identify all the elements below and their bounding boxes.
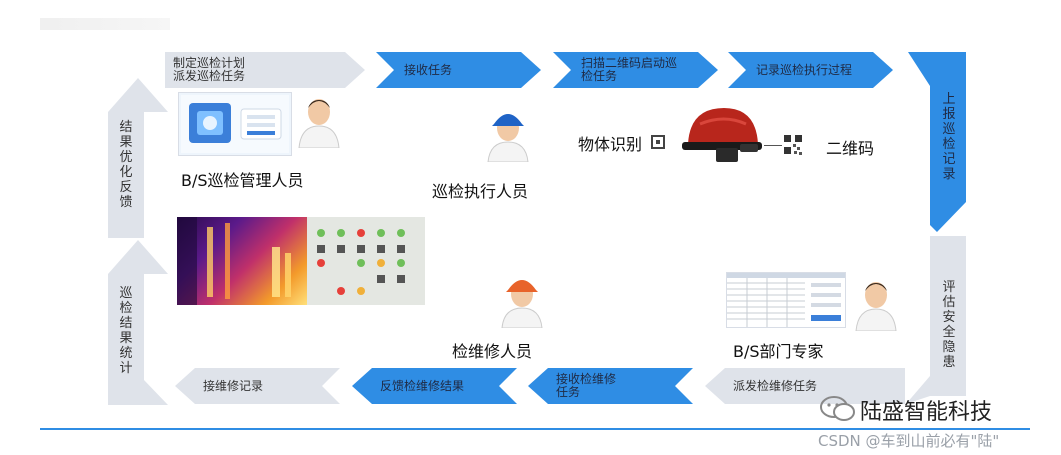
scan-icon — [651, 135, 665, 149]
object-recognition-label: 物体识别 — [578, 135, 643, 154]
step-receive-task: 接收任务 — [376, 52, 541, 88]
step-scan-qr-label: 扫描二维码启动巡 检任务 — [581, 56, 678, 83]
step-result-feedback-label: 结果优化反馈 — [119, 120, 133, 210]
step-scan-qr: 扫描二维码启动巡 检任务 — [553, 52, 718, 88]
step-feedback-repair: 反馈检维修结果 — [352, 368, 517, 404]
wechat-icon — [818, 394, 858, 428]
step-assess-risk-label: 评估安全隐患 — [942, 280, 956, 370]
watermark-csdn: CSDN @车到山前必有"陆" — [818, 432, 1000, 450]
thermal-image — [177, 217, 307, 305]
report-table-thumbnail — [726, 272, 846, 328]
header-fragment — [40, 18, 170, 30]
step-result-feedback: 结果优化反馈 — [108, 78, 168, 238]
connector-line — [764, 145, 782, 146]
step-receive-repair-label: 接收检维修 任务 — [556, 372, 617, 399]
step-record-process: 记录巡检执行过程 — [728, 52, 893, 88]
step-result-stats: 巡检结果统计 — [108, 240, 168, 405]
bottom-divider — [40, 428, 1030, 430]
step-receive-task-label: 接收任务 — [404, 62, 453, 77]
smart-helmet-icon — [680, 104, 764, 170]
step-dispatch-repair-label: 派发检维修任务 — [733, 378, 818, 393]
qr-code-icon — [783, 134, 803, 160]
role-inspector: 巡检执行人员 — [432, 182, 529, 201]
step-make-plan: 制定巡检计划 派发巡检任务 — [165, 52, 365, 88]
step-repair-record-label: 接维修记录 — [203, 378, 264, 393]
step-feedback-repair-label: 反馈检维修结果 — [380, 378, 465, 393]
step-record-process-label: 记录巡检执行过程 — [756, 62, 853, 77]
step-receive-repair: 接收检维修 任务 — [528, 368, 693, 404]
step-repair-record: 接维修记录 — [175, 368, 340, 404]
step-report-record: 上报巡检记录 — [908, 52, 966, 232]
role-bs-expert: B/S部门专家 — [733, 342, 824, 361]
maintainer-avatar-icon — [500, 272, 544, 332]
step-report-record-label: 上报巡检记录 — [942, 92, 956, 182]
role-bs-manager: B/S巡检管理人员 — [181, 171, 304, 190]
step-assess-risk: 评估安全隐患 — [906, 236, 966, 404]
manager-avatar-icon — [297, 94, 341, 152]
step-make-plan-label: 制定巡检计划 派发巡检任务 — [173, 56, 246, 83]
inspector-avatar-icon — [486, 106, 530, 166]
qr-code-label: 二维码 — [826, 139, 875, 158]
control-panel-image — [307, 217, 425, 305]
expert-avatar-icon — [854, 277, 898, 335]
system-screenshot-thumbnail — [178, 92, 292, 156]
step-result-stats-label: 巡检结果统计 — [119, 286, 133, 376]
role-maintainer: 检维修人员 — [452, 342, 533, 361]
step-dispatch-repair: 派发检维修任务 — [705, 368, 905, 404]
watermark-brand: 陆盛智能科技 — [860, 400, 993, 425]
